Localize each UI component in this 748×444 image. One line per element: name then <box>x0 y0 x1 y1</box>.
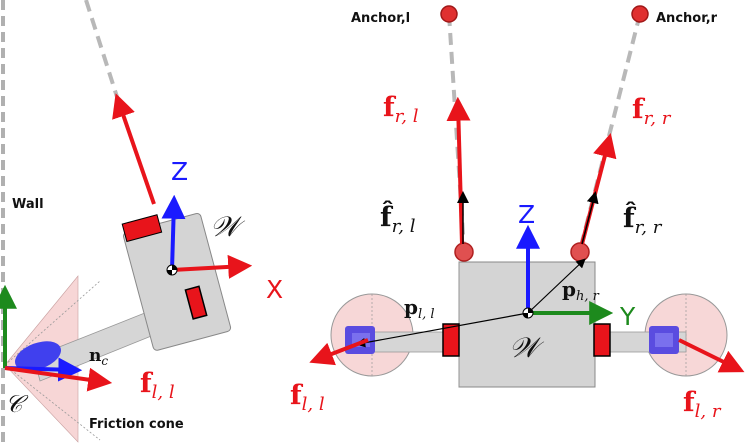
contact-frame-label: 𝒞 <box>5 390 29 418</box>
force-flr-bottom-label: fl, r <box>683 387 722 422</box>
anchor-left-point <box>440 5 458 23</box>
axis-z-right-label: Z <box>518 200 535 229</box>
world-left-label: 𝒲 <box>210 210 246 243</box>
force-fll-left-label: fl, l <box>140 368 175 403</box>
axis-y-right-label: Y <box>619 302 636 331</box>
force-frl-right-label: fr, l <box>383 92 419 127</box>
rope-right-r <box>578 13 642 251</box>
axis-x-left-label: X <box>266 275 283 304</box>
plate-left <box>442 323 460 357</box>
anchor-left-label: Anchor,l <box>351 11 410 26</box>
body-side <box>121 212 232 351</box>
phr-label: ph, r <box>562 277 600 304</box>
hat-frr-arrow <box>581 191 599 245</box>
force-fll-bottom-label: fl, l <box>290 380 325 415</box>
pulley-right <box>570 242 590 262</box>
pll-arrow <box>355 312 529 348</box>
phr-arrow <box>527 258 586 314</box>
wall-label: Wall <box>12 197 44 212</box>
wheel-block-side <box>184 285 208 320</box>
axis-z-left <box>161 194 186 271</box>
force-flr-bottom-arrow <box>678 338 745 373</box>
force-fll-arrow <box>4 366 113 392</box>
hat-frr-label: f̂r, r <box>623 201 663 238</box>
axis-z-left-label: Z <box>171 157 188 186</box>
force-frl-side-arrow <box>112 93 156 205</box>
cone-dash-top <box>4 280 101 366</box>
pll-label: pl, l <box>404 295 435 322</box>
hat-frl-label: f̂r, l <box>380 200 416 237</box>
pulley-left <box>454 242 474 262</box>
plate-right <box>593 323 611 357</box>
cone-dash-bottom <box>4 364 101 441</box>
side-view: Wall Z X 𝒲 𝒞 nc fl, <box>0 0 283 444</box>
normal-c-label: nc <box>89 346 108 368</box>
contact-blob <box>15 341 61 371</box>
axis-x-left <box>171 254 253 279</box>
front-view: Anchor,l Anchor,r <box>290 5 745 422</box>
anchor-right-label: Anchor,r <box>656 11 718 26</box>
force-frl-right-arrow <box>446 96 471 245</box>
winch-block <box>121 214 163 243</box>
friction-cone-label: Friction cone <box>89 417 184 432</box>
rope-left <box>84 0 120 101</box>
force-fll-bottom-arrow <box>309 338 369 366</box>
anchor-right-point <box>631 5 649 23</box>
force-frr-right-label: fr, r <box>632 94 672 129</box>
